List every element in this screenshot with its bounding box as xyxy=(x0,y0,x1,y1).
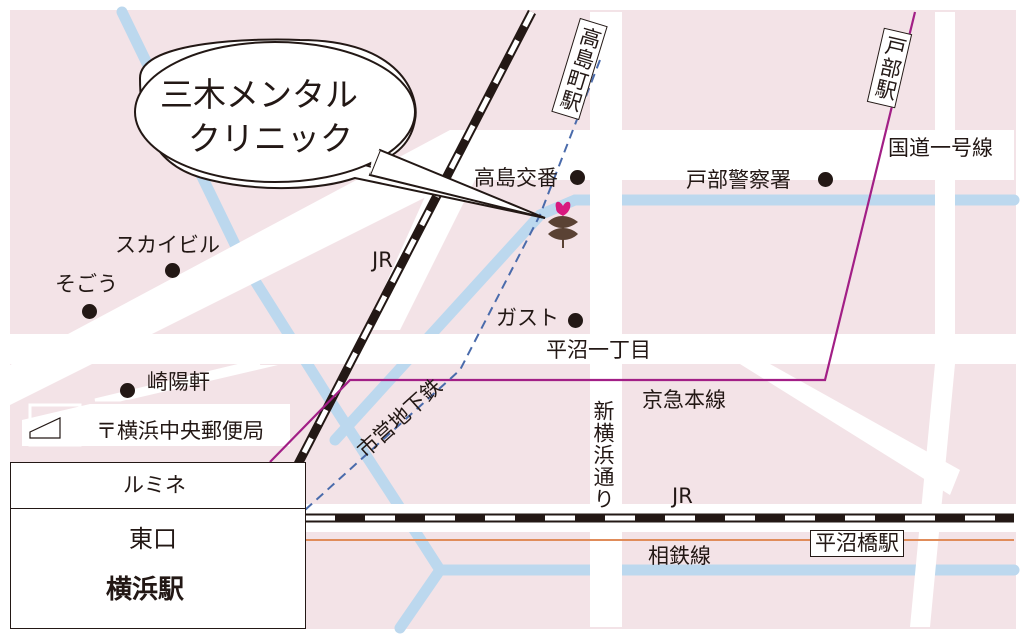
road-jr-side xyxy=(365,130,500,330)
post-office-outline xyxy=(29,417,61,439)
clinic-bubble-tail-mask xyxy=(370,150,380,175)
keikyu-line xyxy=(269,11,917,463)
label-hiranuma-1chome: 平沼一丁目 xyxy=(546,338,651,362)
label-tobe-police: 戸部警察署 xyxy=(686,168,791,192)
road-diagonal xyxy=(740,364,960,495)
road-route1 xyxy=(10,130,1014,405)
label-gusto: ガスト xyxy=(496,306,559,330)
dot-takashima-koban xyxy=(570,170,585,185)
road-hiranuma xyxy=(10,334,1016,364)
label-shin-yokohama-dori: 新横浜通り xyxy=(591,398,615,512)
jr-line-diagonal-dash xyxy=(292,10,535,472)
dot-gusto xyxy=(568,313,583,328)
label-lumine: ルミネ xyxy=(123,473,186,497)
road-shin-yokohama xyxy=(590,12,622,627)
road-east-north xyxy=(935,12,955,342)
subway-line xyxy=(304,59,601,511)
label-route1: 国道一号線 xyxy=(888,136,993,160)
label-takashima-koban: 高島交番 xyxy=(474,166,558,190)
label-east-exit: 東口 xyxy=(129,525,177,553)
clinic-name-line2: クリニック xyxy=(188,119,353,158)
post-office-shape xyxy=(22,404,290,446)
label-jr-upper: JR xyxy=(372,248,393,272)
label-keikyu: 京急本線 xyxy=(642,388,726,412)
clinic-bubble-body xyxy=(134,41,416,183)
road-east-south xyxy=(910,364,955,627)
yokohama-station-box: 東口 横浜駅 xyxy=(10,508,306,629)
label-hiranumabashi-station: 平沼橋駅 xyxy=(810,530,904,557)
dot-kiyoken xyxy=(120,383,135,398)
label-sogo: そごう xyxy=(55,272,118,296)
label-sotetsu: 相鉄線 xyxy=(648,544,711,568)
kiyoken-shape xyxy=(95,365,278,400)
label-kiyoken: 崎陽軒 xyxy=(147,370,210,394)
lumine-box: ルミネ xyxy=(10,462,306,510)
dot-tobe-police xyxy=(818,172,833,187)
label-sky-building: スカイビル xyxy=(115,233,220,257)
river-west xyxy=(116,6,447,634)
clinic-tulip-icon xyxy=(548,201,578,248)
dot-sky-building xyxy=(165,263,180,278)
label-post-office: 〒横浜中央郵便局 xyxy=(96,419,264,443)
dot-sogo xyxy=(82,304,97,319)
label-yokohama-station: 横浜駅 xyxy=(106,575,185,605)
label-jr-lower: JR xyxy=(672,484,693,508)
clinic-name-line1: 三木メンタル xyxy=(160,75,358,114)
